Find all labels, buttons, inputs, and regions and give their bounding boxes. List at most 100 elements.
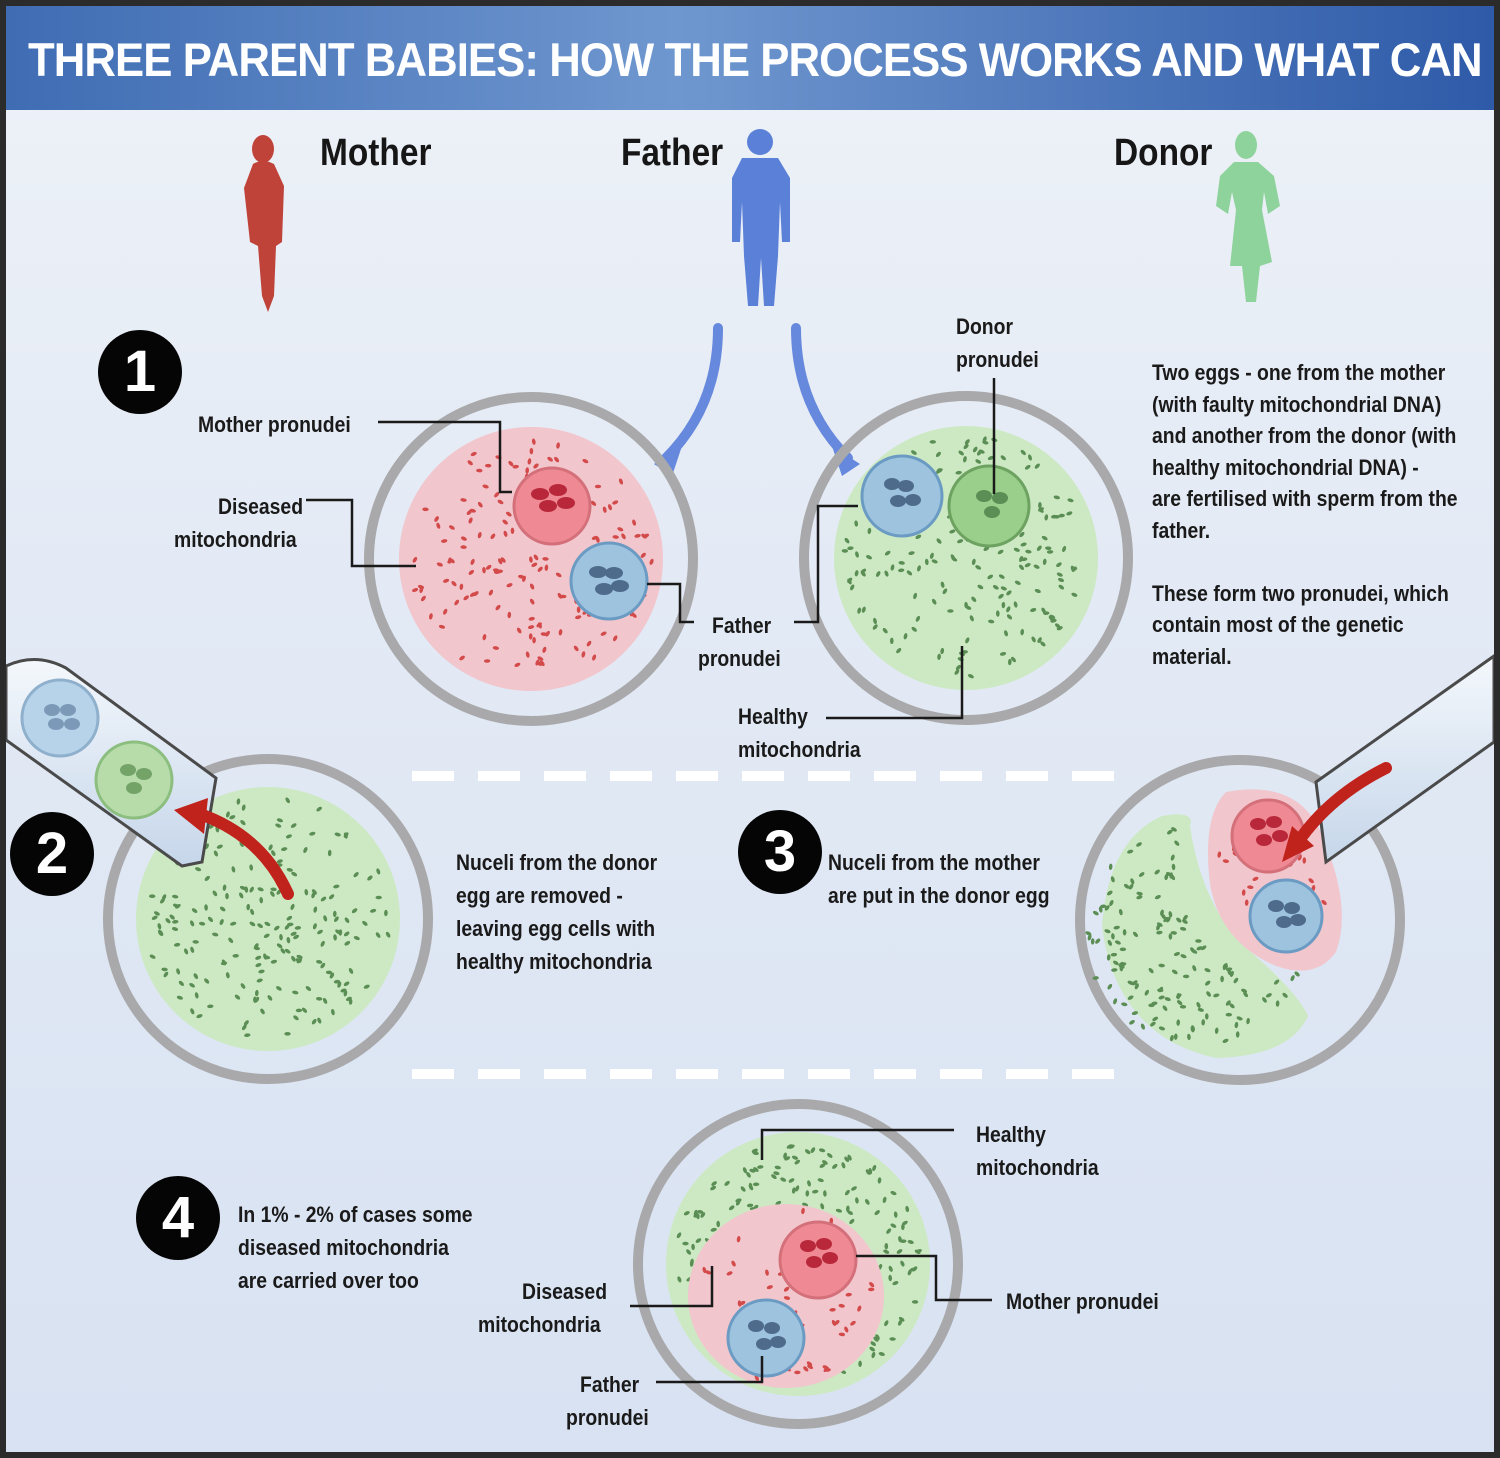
mitochondrion bbox=[1107, 983, 1113, 990]
mitochondrion bbox=[591, 535, 598, 540]
mitochondrion bbox=[276, 943, 283, 949]
mitochondrion bbox=[963, 456, 967, 463]
mitochondrion bbox=[864, 1199, 870, 1205]
mitochondrion bbox=[225, 892, 229, 900]
mitochondrion bbox=[531, 438, 536, 445]
mitochondrion bbox=[1166, 829, 1173, 835]
mitochondrion bbox=[817, 1178, 824, 1183]
mitochondrion bbox=[296, 958, 303, 964]
mitochondrion bbox=[343, 990, 348, 997]
mitochondrion bbox=[540, 632, 547, 636]
mitochondrion bbox=[344, 917, 350, 924]
mitochondrion bbox=[1234, 1021, 1239, 1029]
mitochondrion bbox=[488, 589, 494, 596]
mitochondrion bbox=[320, 962, 326, 969]
healthy-mito-label-line2: mitochondria bbox=[738, 737, 861, 762]
mitochondrion bbox=[294, 926, 302, 930]
mitochondrion bbox=[1136, 891, 1143, 896]
mitochondrion bbox=[343, 931, 350, 937]
mitochondrion bbox=[195, 867, 202, 872]
mitochondrion bbox=[1174, 840, 1180, 846]
mitochondrion bbox=[344, 941, 351, 946]
mitochondrion bbox=[893, 1211, 898, 1218]
mitochondrion bbox=[847, 1210, 853, 1215]
mitochondrion bbox=[582, 458, 589, 464]
mitochondrion bbox=[476, 468, 483, 473]
mitochondrion bbox=[240, 983, 246, 989]
mitochondrion bbox=[806, 1361, 813, 1367]
mitochondrion bbox=[631, 612, 637, 618]
mitochondrion bbox=[983, 546, 990, 551]
mitochondrion bbox=[212, 890, 218, 897]
mitochondrion bbox=[807, 1180, 811, 1187]
mitochondrion bbox=[1321, 899, 1327, 906]
mitochondrion bbox=[929, 552, 934, 559]
mitochondrion bbox=[320, 940, 325, 947]
mitochondrion bbox=[683, 1211, 690, 1216]
mitochondrion bbox=[1030, 608, 1037, 612]
mitochondrion bbox=[1176, 1019, 1181, 1026]
mitochondrion bbox=[1053, 495, 1060, 500]
mitochondrion bbox=[222, 884, 227, 891]
mitochondrion bbox=[434, 516, 439, 522]
mitochondrion bbox=[470, 451, 477, 457]
mitochondrion bbox=[508, 460, 514, 467]
mitochondrion bbox=[676, 1232, 682, 1239]
mitochondrion bbox=[375, 895, 382, 900]
mitochondrion bbox=[271, 850, 276, 857]
step4-egg-cell bbox=[633, 1099, 963, 1429]
mitochondrion bbox=[746, 1171, 751, 1178]
mitochondrion bbox=[275, 823, 282, 828]
mitochondrion bbox=[363, 984, 370, 989]
mitochondrion bbox=[527, 458, 532, 465]
mitochondrion bbox=[255, 963, 262, 968]
mitochondrion bbox=[641, 533, 647, 539]
mitochondrion bbox=[264, 921, 271, 927]
mitochondrion bbox=[219, 918, 224, 926]
mitochondrion bbox=[231, 866, 236, 873]
mitochondrion bbox=[1031, 636, 1036, 643]
donor-pronucleus bbox=[947, 464, 1031, 548]
mitochondrion bbox=[890, 564, 895, 571]
mitochondrion bbox=[305, 986, 312, 991]
mitochondrion bbox=[1041, 535, 1048, 541]
mitochondrion bbox=[191, 908, 198, 914]
mitochondrion bbox=[1217, 851, 1222, 858]
mitochondrion bbox=[1046, 550, 1054, 554]
mitochondrion bbox=[936, 538, 942, 544]
mitochondrion bbox=[1247, 885, 1254, 890]
mitochondrion bbox=[975, 459, 982, 464]
mitochondrion bbox=[286, 915, 293, 921]
mitochondrion bbox=[1197, 1007, 1204, 1012]
mitochondrion bbox=[888, 1265, 893, 1272]
mitochondrion bbox=[384, 909, 388, 917]
mitochondrion bbox=[219, 906, 226, 912]
mitochondrion bbox=[196, 1014, 203, 1019]
description-line: These form two pronudei, which bbox=[1152, 580, 1449, 606]
mitochondrion bbox=[972, 446, 978, 453]
mitochondrion bbox=[786, 1144, 793, 1149]
mitochondrion bbox=[255, 955, 262, 960]
mitochondrion bbox=[807, 1364, 813, 1370]
mitochondrion bbox=[163, 971, 169, 978]
mitochondrion bbox=[286, 868, 293, 872]
description-line: are fertilised with sperm from the bbox=[1152, 486, 1458, 511]
mitochondrion bbox=[190, 946, 195, 953]
mitochondrion bbox=[1252, 876, 1259, 881]
mitochondrion bbox=[1168, 911, 1173, 918]
mitochondrion bbox=[818, 1148, 826, 1153]
mitochondrion bbox=[900, 1239, 907, 1244]
mitochondrion bbox=[176, 968, 181, 975]
mitochondrion bbox=[621, 533, 626, 540]
mitochondrion bbox=[711, 1181, 717, 1186]
mitochondrion bbox=[1042, 558, 1047, 565]
mitochondrion bbox=[998, 574, 1005, 579]
mitochondrion bbox=[244, 1033, 251, 1038]
mitochondrion bbox=[1206, 991, 1212, 997]
mitochondrion bbox=[1006, 614, 1013, 620]
mitochondrion bbox=[1020, 449, 1026, 456]
mitochondrion bbox=[812, 1189, 819, 1194]
mitochondrion bbox=[1161, 913, 1166, 920]
mitochondrion bbox=[898, 568, 905, 573]
mitochondrion bbox=[1025, 549, 1032, 554]
